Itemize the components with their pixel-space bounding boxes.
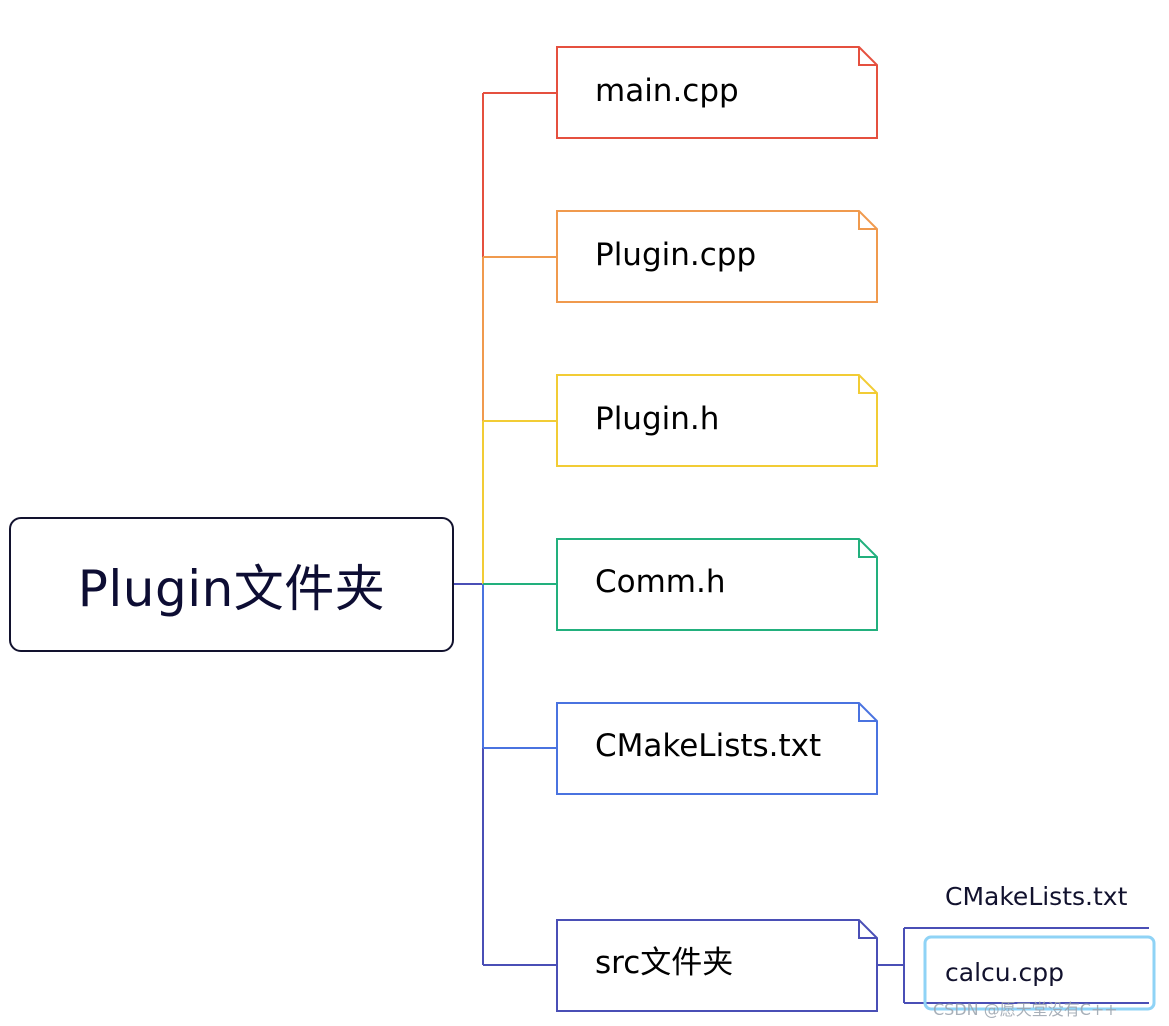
file-node-plugin-cpp[interactable] (556, 210, 878, 303)
file-label-plugin-cpp: Plugin.cpp (595, 237, 757, 273)
file-label-comm-h: Comm.h (595, 564, 726, 600)
file-label-cmakelists: CMakeLists.txt (595, 728, 822, 764)
dog-ear-cmakelists (858, 703, 877, 722)
src-child-label-cmakelists[interactable]: CMakeLists.txt (945, 882, 1128, 911)
dog-ear-src-folder (858, 920, 877, 939)
root-node[interactable]: Plugin文件夹 (9, 517, 454, 652)
file-node-cmakelists[interactable] (556, 702, 878, 795)
file-node-plugin-h[interactable] (556, 374, 878, 467)
src-child-label-calcu-cpp[interactable]: calcu.cpp (945, 958, 1065, 987)
selection-highlight (923, 935, 1156, 1011)
dog-ear-plugin-cpp (858, 211, 877, 230)
file-label-src-folder: src文件夹 (595, 945, 734, 981)
file-node-comm-h[interactable] (556, 538, 878, 631)
file-label-main-cpp: main.cpp (595, 73, 739, 109)
dog-ear-main-cpp (858, 47, 877, 66)
dog-ear-comm-h (858, 539, 877, 558)
root-label: Plugin文件夹 (77, 559, 386, 618)
dog-ear-plugin-h (858, 375, 877, 394)
file-label-plugin-h: Plugin.h (595, 401, 720, 437)
file-node-main-cpp[interactable] (556, 46, 878, 139)
file-node-src-folder[interactable] (556, 919, 878, 1012)
watermark: CSDN @愿天堂没有C++ (933, 1000, 1118, 1019)
